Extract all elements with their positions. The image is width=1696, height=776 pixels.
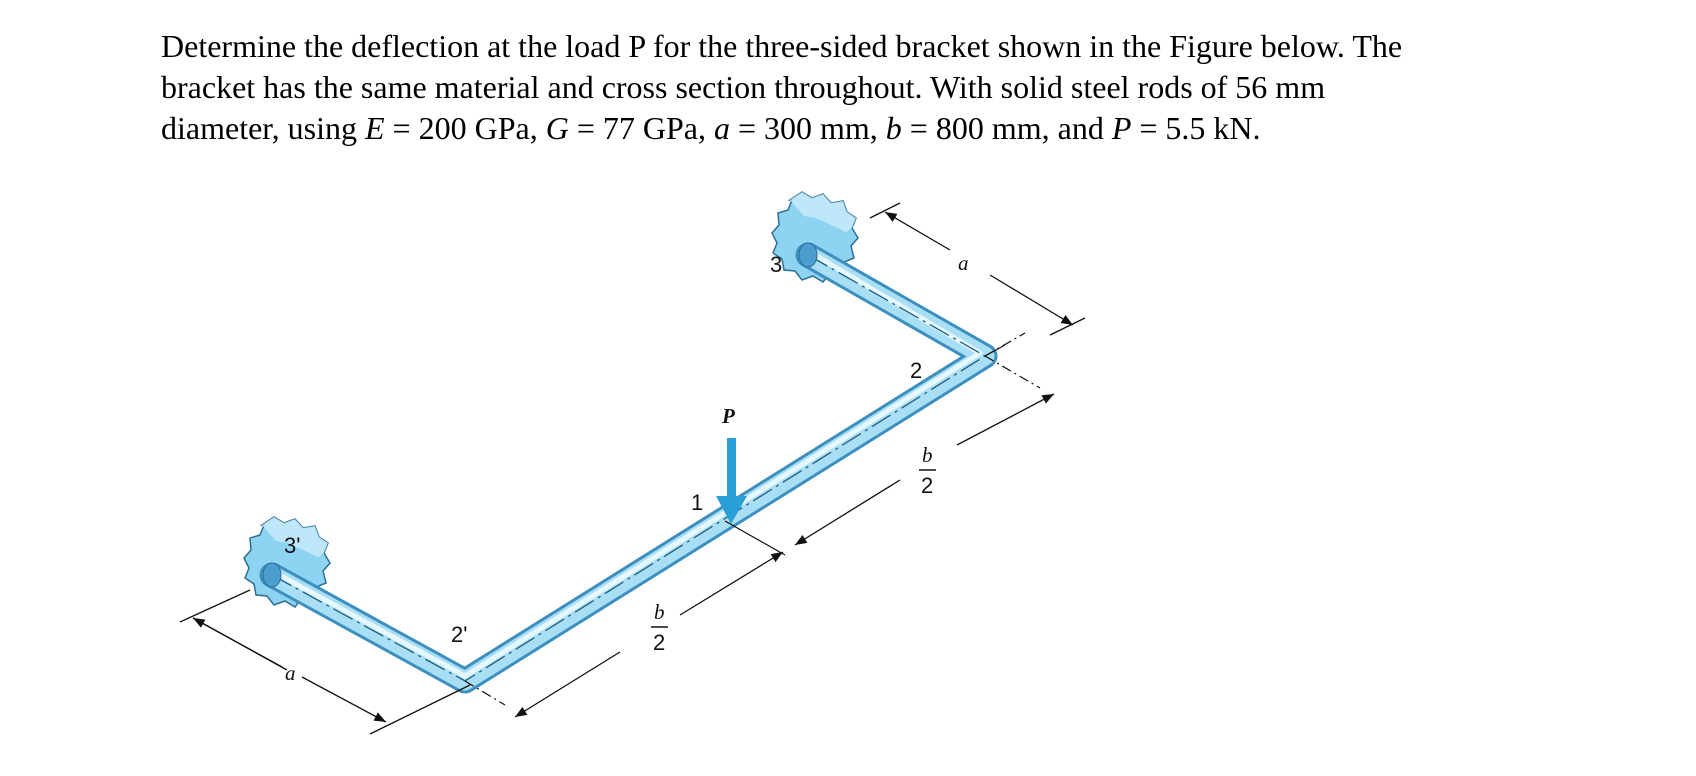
text-segment: = 800 mm, and <box>901 110 1112 146</box>
point-2p-label: 2' <box>451 622 467 647</box>
symbol-a: a <box>713 110 730 146</box>
problem-line-2: bracket has the same material and cross … <box>161 69 1326 105</box>
fraction-numerator: b <box>654 600 665 624</box>
point-3-label: 3 <box>770 252 782 277</box>
dim-b2-lower-label: b 2 <box>651 600 668 655</box>
fraction-numerator: b <box>922 443 933 467</box>
fraction-denominator: 2 <box>653 630 665 655</box>
point-3p-label: 3' <box>284 533 300 558</box>
problem-statement: Determine the deflection at the load P f… <box>161 26 1641 149</box>
fraction-denominator: 2 <box>921 473 933 498</box>
symbol-E: E <box>365 110 385 146</box>
point-1-label: 1 <box>691 490 703 515</box>
point-2-label: 2 <box>910 358 922 383</box>
dim-a-upper-label: a <box>958 251 969 275</box>
dim-a-lower-label: a <box>285 661 296 685</box>
symbol-P: P <box>1111 110 1132 146</box>
problem-line-3: diameter, using E = 200 GPa, G = 77 GPa,… <box>161 108 1641 149</box>
text-segment: = 5.5 kN. <box>1131 110 1261 146</box>
dim-b2-upper-label: b 2 <box>919 443 936 498</box>
load-arrow-P <box>716 438 747 524</box>
bracket-rod <box>259 242 998 694</box>
text-segment: = 300 mm, <box>729 110 886 146</box>
problem-line-1: Determine the deflection at the load P f… <box>161 28 1403 64</box>
text-segment: = 200 GPa, <box>384 110 546 146</box>
load-label: P <box>721 404 735 428</box>
symbol-G: G <box>545 110 569 146</box>
construction-lines <box>464 332 1041 706</box>
text-segment: = 77 GPa, <box>568 110 714 146</box>
symbol-b: b <box>885 110 902 146</box>
text-segment: diameter, using <box>161 110 365 146</box>
dimension-lines <box>179 202 1086 735</box>
